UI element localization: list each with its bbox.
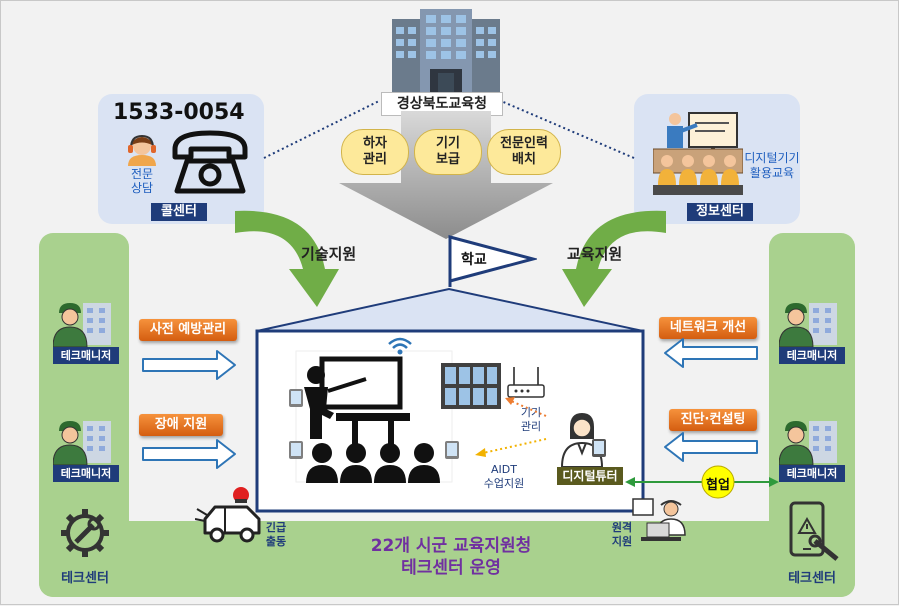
tech-manager-icon-4 bbox=[779, 421, 837, 465]
tech-support-label: 기술지원 bbox=[301, 245, 357, 263]
pill-device-line1: 기기 bbox=[436, 136, 460, 151]
prevention-label: 사전 예방관리 bbox=[139, 319, 237, 341]
tech-manager-label-1: 테크매니저 bbox=[53, 347, 119, 364]
pill-expert-line1: 전문인력 bbox=[500, 136, 548, 151]
digital-tutor-label: 디지털튜터 bbox=[557, 467, 623, 485]
remote-support-icon bbox=[632, 498, 686, 541]
tablet-repair-icon bbox=[789, 501, 839, 561]
tech-center-label-right: 테크센터 bbox=[788, 571, 836, 586]
bottom-caption-line2: 테크센터 운영 bbox=[401, 558, 501, 578]
phone-icon bbox=[172, 130, 248, 194]
device-cabinet-icon bbox=[441, 363, 501, 409]
network-improve-label: 네트워크 개선 bbox=[659, 317, 757, 339]
tech-manager-label-2: 테크매니저 bbox=[53, 465, 119, 482]
tech-manager-icon-1 bbox=[53, 303, 111, 347]
school-label: 학교 bbox=[461, 252, 487, 268]
remote-line2: 지원 bbox=[611, 535, 633, 548]
aidt-support-text: AIDT 수업지원 bbox=[473, 463, 535, 491]
emergency-line2: 출동 bbox=[265, 535, 287, 548]
device-edu-text: 디지털기기 활용교육 bbox=[743, 151, 801, 181]
collaboration-label: 협업 bbox=[706, 478, 730, 493]
aidt-line2: 수업지원 bbox=[483, 477, 525, 490]
tech-manager-label-4: 테크매니저 bbox=[779, 465, 845, 482]
bottom-caption-line1: 22개 시군 교육지원청 bbox=[370, 536, 532, 556]
device-mgmt-text: 기기 관리 bbox=[516, 406, 546, 434]
edu-support-label: 교육지원 bbox=[567, 245, 623, 263]
emergency-van-icon bbox=[195, 487, 261, 543]
wifi-icon bbox=[388, 337, 412, 355]
teacher-students-icon bbox=[294, 349, 454, 484]
tech-manager-icon-2 bbox=[53, 421, 111, 465]
pill-defect-line1: 하자 bbox=[363, 136, 387, 151]
router-icon bbox=[507, 367, 545, 398]
bottom-caption: 22개 시군 교육지원청 테크센터 운영 bbox=[301, 535, 601, 579]
remote-line1: 원격 bbox=[611, 521, 633, 534]
call-center-phone: 1533-0054 bbox=[113, 100, 245, 125]
remote-text: 원격 지원 bbox=[609, 521, 635, 549]
device-mgmt-line1: 기기 bbox=[520, 406, 542, 419]
digital-tutor-icon bbox=[560, 413, 606, 468]
fault-support-label: 장애 지원 bbox=[139, 414, 223, 436]
pill-expert-line2: 배치 bbox=[512, 152, 536, 167]
device-edu-line2: 활용교육 bbox=[749, 166, 795, 180]
building-icon bbox=[392, 9, 500, 97]
device-mgmt-line2: 관리 bbox=[520, 420, 542, 433]
consult-text: 전문 상담 bbox=[129, 167, 155, 195]
headset-agent-icon bbox=[128, 134, 156, 166]
info-center-label: 정보센터 bbox=[687, 203, 753, 221]
aidt-line1: AIDT bbox=[491, 463, 517, 476]
tech-center-label-left: 테크센터 bbox=[61, 571, 109, 586]
device-edu-line1: 디지털기기 bbox=[744, 151, 800, 165]
tech-manager-label-3: 테크매니저 bbox=[779, 347, 845, 364]
emergency-line1: 긴급 bbox=[265, 521, 287, 534]
tech-manager-icon-3 bbox=[779, 303, 837, 347]
consult-line1: 전문 bbox=[130, 167, 154, 181]
call-center-label: 콜센터 bbox=[151, 203, 207, 221]
pill-defect-line2: 관리 bbox=[363, 152, 387, 167]
consult-line2: 상담 bbox=[130, 181, 154, 195]
funnel-arrow bbox=[339, 111, 553, 239]
emergency-text: 긴급 출동 bbox=[263, 521, 289, 549]
gear-wrench-icon bbox=[61, 509, 109, 557]
school-flag-icon bbox=[448, 235, 537, 287]
bottom-green-band bbox=[39, 521, 855, 597]
classroom-training-icon bbox=[653, 112, 743, 195]
consulting-label: 진단·컨설팅 bbox=[669, 409, 757, 431]
pill-device-line2: 보급 bbox=[436, 152, 460, 167]
